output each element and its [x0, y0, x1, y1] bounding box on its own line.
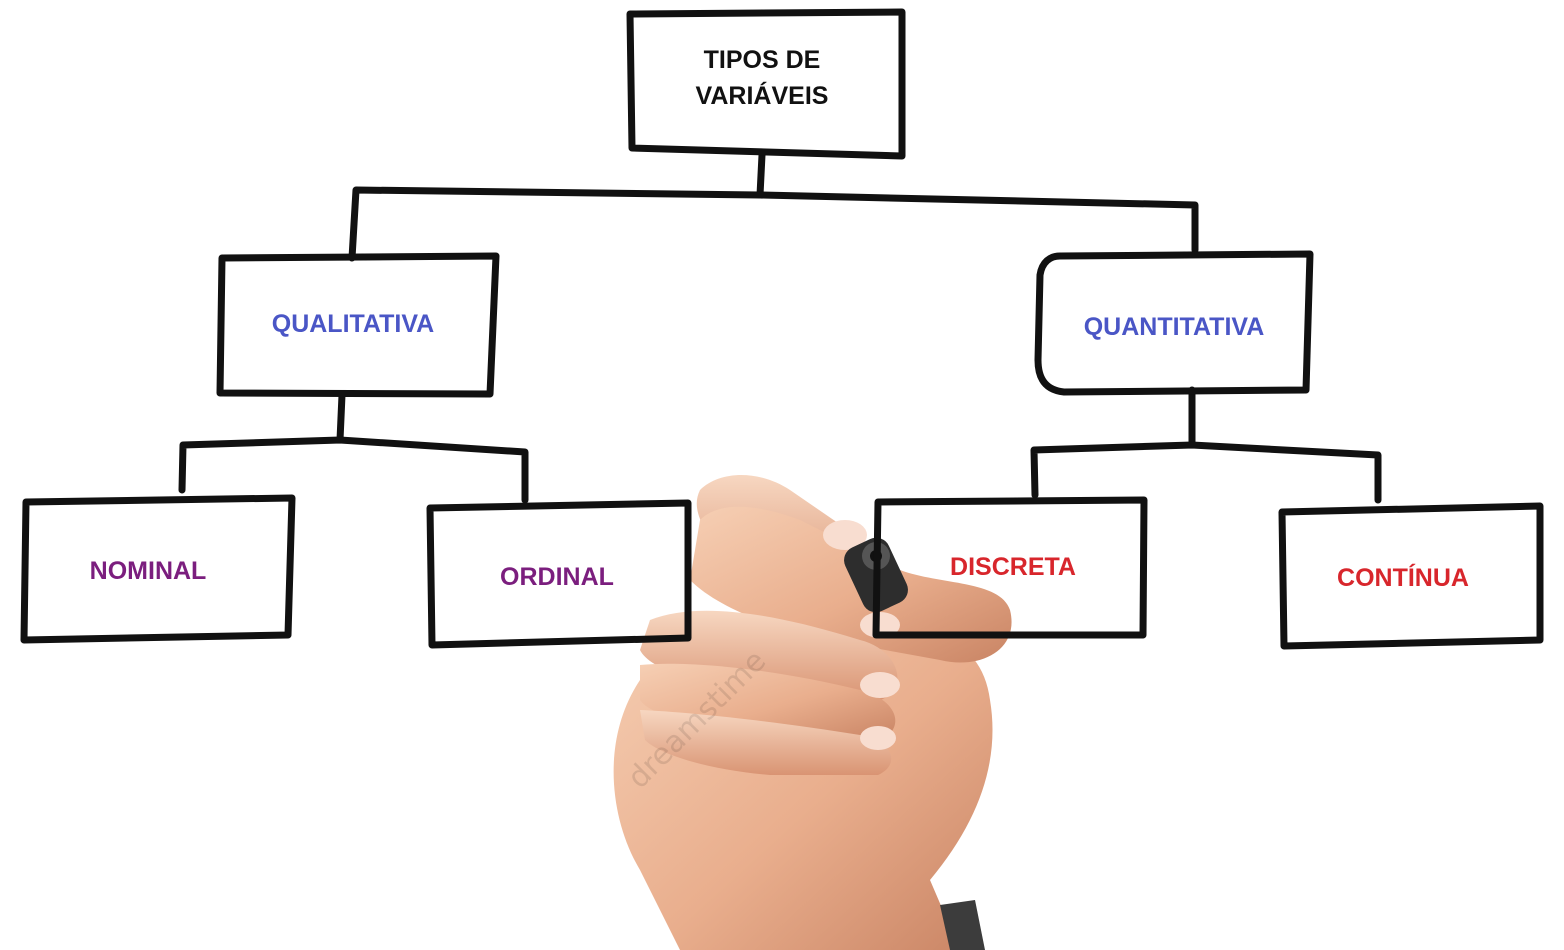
node-ordinal-label: ORDINAL: [500, 563, 614, 591]
node-discreta: DISCRETA: [872, 496, 1148, 639]
connector-lines: [178, 151, 1382, 504]
node-quantitativa-label: QUANTITATIVA: [1084, 313, 1265, 341]
node-quantitativa: QUANTITATIVA: [1034, 250, 1314, 396]
hand-illustration: [613, 475, 1012, 950]
node-nominal: NOMINAL: [20, 494, 296, 644]
root-node: TIPOS DE VARIÁVEIS: [626, 8, 906, 160]
root-label-line1: TIPOS DE: [704, 46, 821, 74]
node-continua: CONTÍNUA: [1278, 502, 1544, 650]
node-qualitativa: QUALITATIVA: [216, 252, 500, 398]
node-qualitativa-label: QUALITATIVA: [272, 310, 434, 338]
node-continua-label: CONTÍNUA: [1337, 563, 1469, 592]
node-ordinal: ORDINAL: [426, 499, 692, 649]
node-nominal-label: NOMINAL: [90, 557, 207, 585]
root-label-line2: VARIÁVEIS: [696, 81, 829, 110]
node-discreta-label: DISCRETA: [950, 553, 1076, 581]
